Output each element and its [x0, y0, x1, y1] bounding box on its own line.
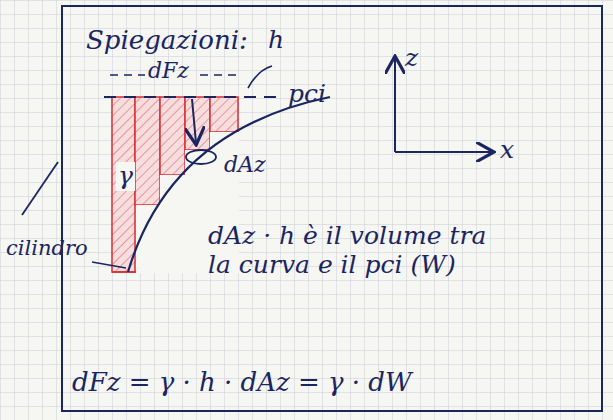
axis-label: z — [405, 44, 418, 73]
axis-label: x — [500, 136, 514, 165]
leader-line — [92, 262, 126, 268]
stroke-mark — [22, 162, 58, 215]
cylinder-label: cilindro — [6, 236, 88, 260]
leader-line — [248, 66, 272, 88]
force-arrow — [192, 99, 196, 143]
gamma-label: γ — [116, 162, 135, 191]
z-axis — [394, 58, 396, 152]
pci-line — [104, 96, 282, 98]
frame — [62, 6, 602, 411]
x-axis — [395, 151, 492, 153]
area-label: dAz — [224, 152, 266, 177]
area-element — [186, 150, 216, 164]
pci-label: pci — [288, 80, 326, 109]
title: Spiegazioni: — [86, 26, 248, 56]
height-label: h — [268, 26, 284, 55]
force-label: dFz — [148, 58, 189, 83]
formula: dFz = γ · h · dAz = γ · dW — [72, 368, 412, 398]
note-text: dAz · h è il volume tra la curva e il pc… — [208, 222, 508, 280]
